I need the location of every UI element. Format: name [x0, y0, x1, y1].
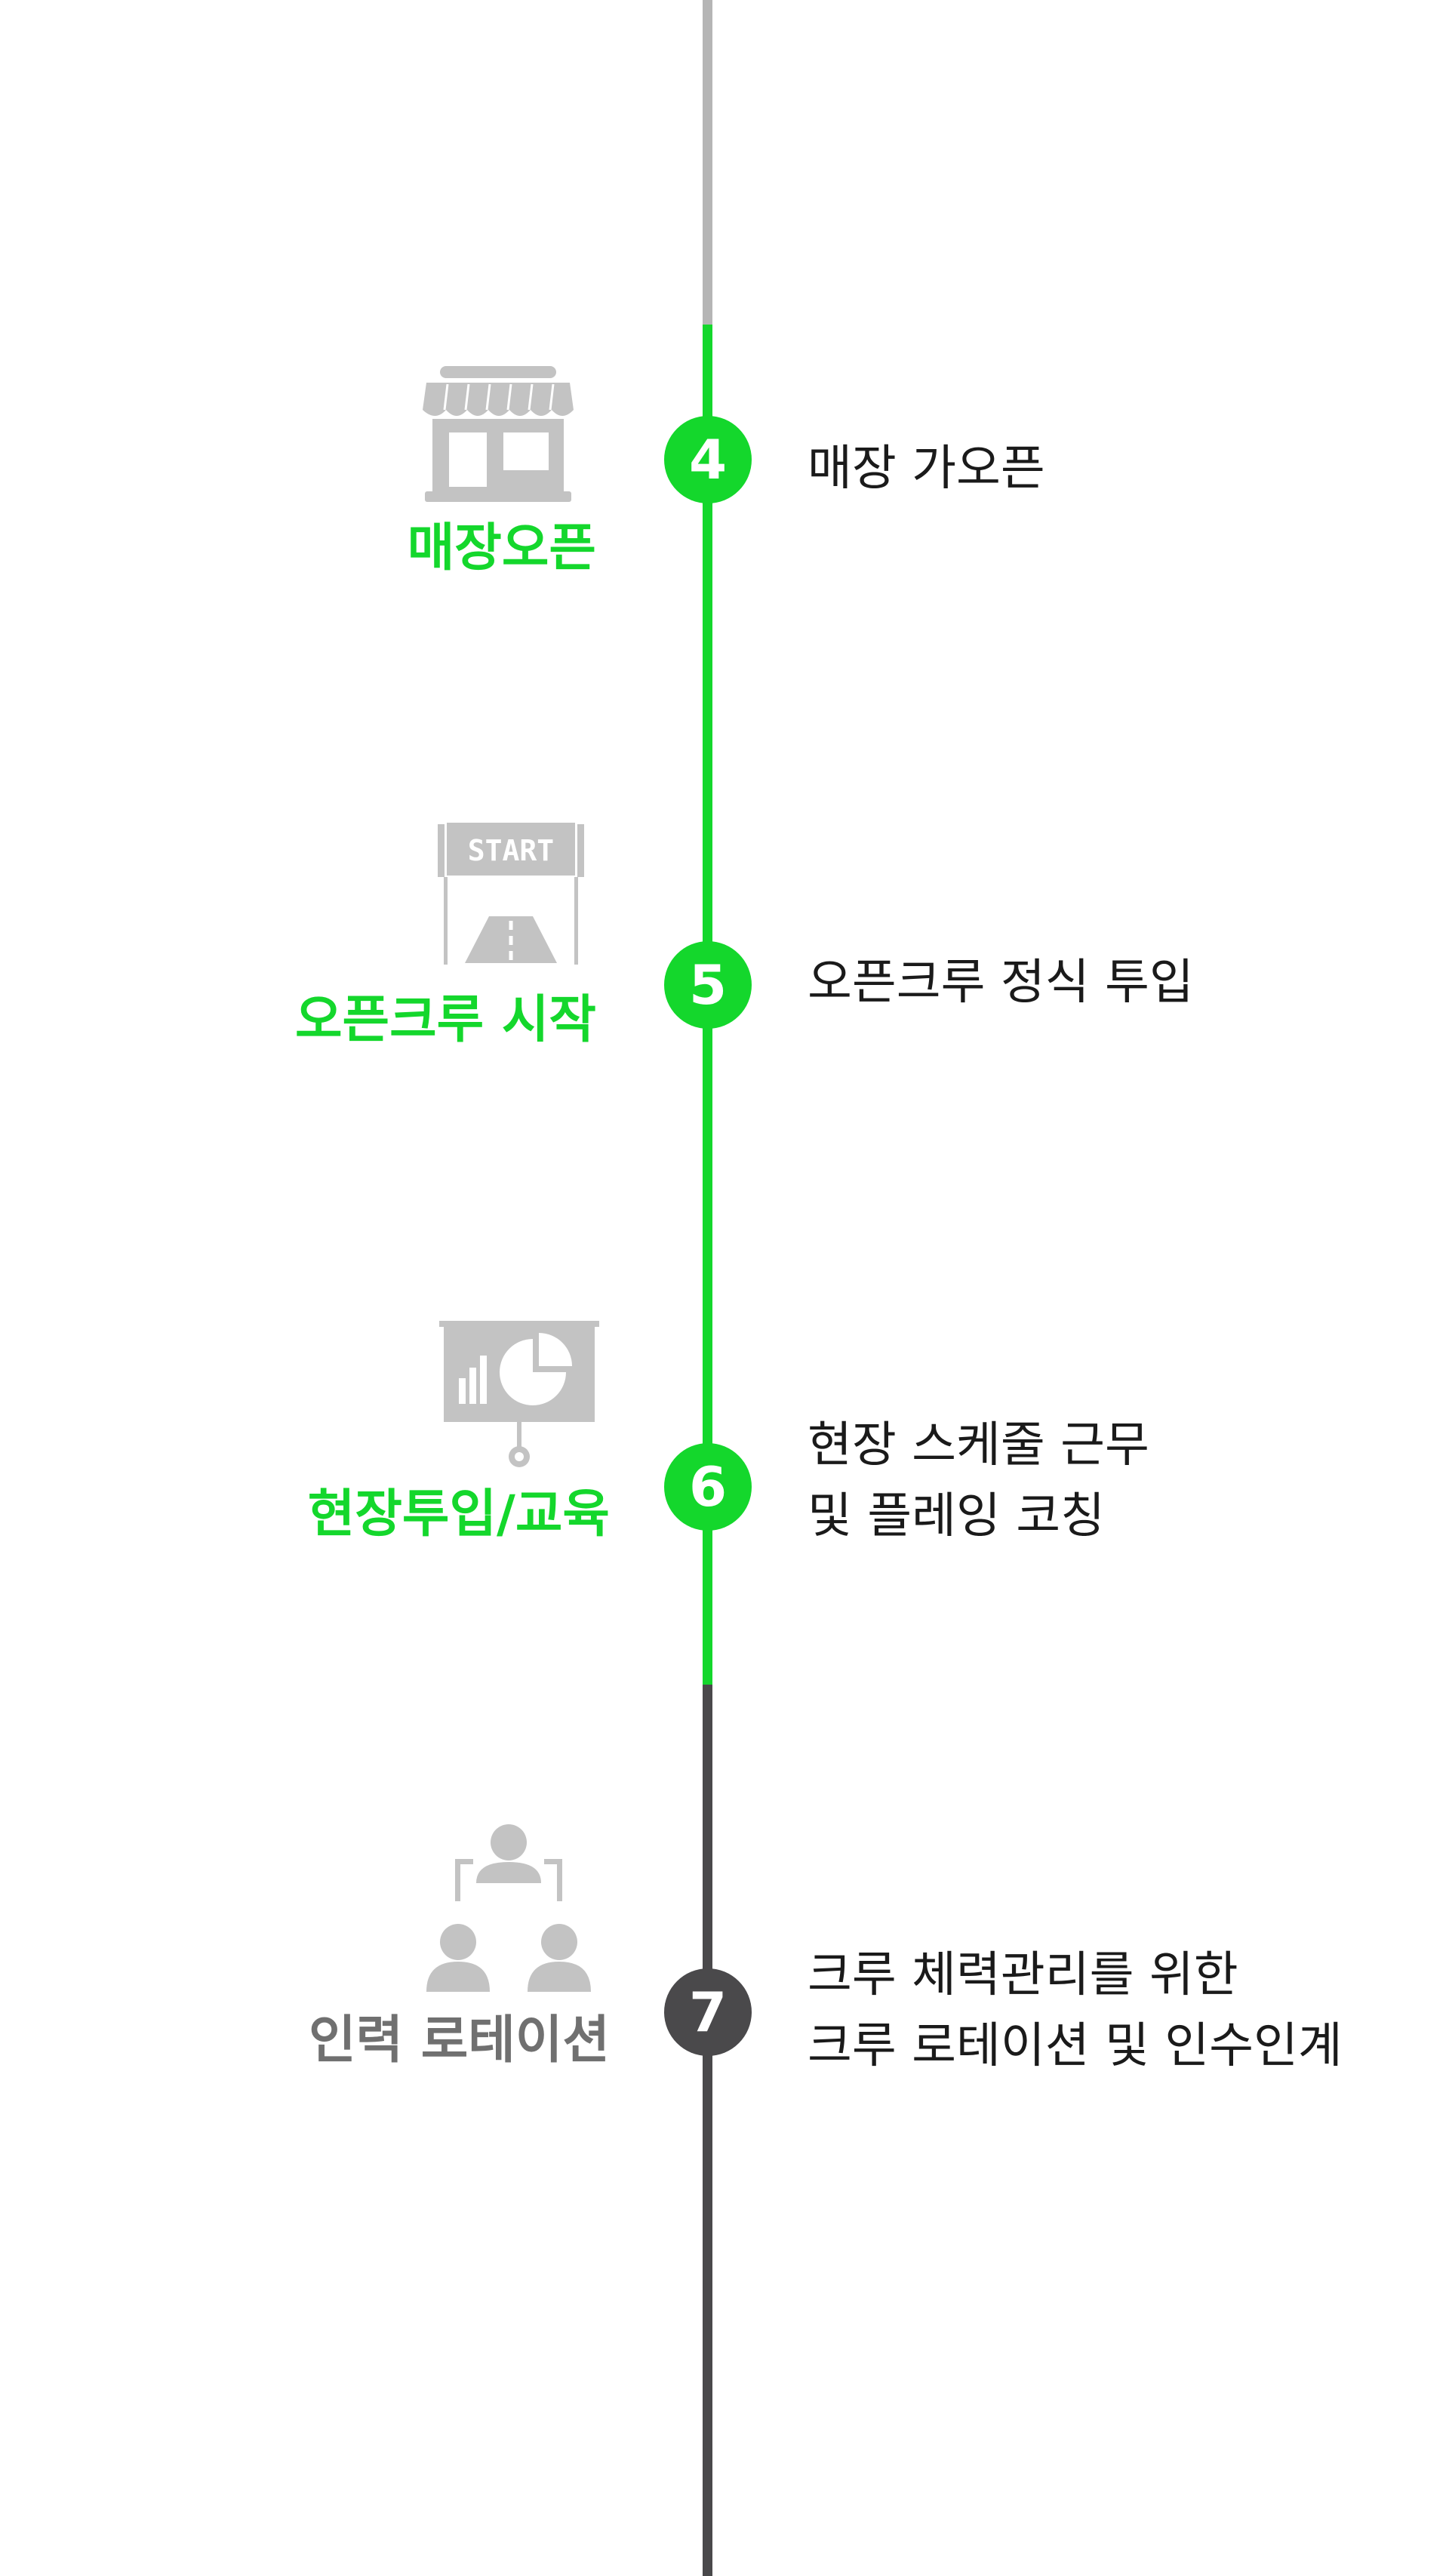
- step-description: 현장 스케줄 근무 및 플레잉 코칭: [808, 1410, 1149, 1552]
- step-title: 현장투입/교육: [307, 1485, 610, 1544]
- step-title: 인력 로테이션: [308, 2011, 610, 2070]
- storefront-icon: [423, 366, 574, 502]
- step-number: 4: [688, 428, 728, 491]
- start-sign-text: START: [468, 834, 554, 867]
- step-number-badge: 6: [664, 1443, 752, 1531]
- step-number-badge: 4: [664, 416, 752, 503]
- step-description: 오픈크루 정식 투입: [808, 947, 1194, 1018]
- step-description: 크루 체력관리를 위한 크루 로테이션 및 인수인계: [808, 1940, 1343, 2082]
- step-title: 오픈크루 시작: [294, 990, 596, 1050]
- timeline-line-future: [703, 1685, 712, 2576]
- timeline-line-past: [703, 0, 712, 325]
- description-line: 오픈크루 정식 투입: [808, 955, 1194, 1011]
- description-line: 크루 로테이션 및 인수인계: [808, 2018, 1343, 2074]
- description-line: 및 플레잉 코칭: [808, 1488, 1105, 1544]
- start-gate-icon: START: [438, 823, 584, 965]
- step-number: 7: [688, 1980, 728, 2044]
- step-number: 6: [688, 1455, 728, 1519]
- step-number: 5: [688, 953, 728, 1017]
- description-line: 현장 스케줄 근무: [808, 1417, 1149, 1473]
- description-line: 크루 체력관리를 위한: [808, 1947, 1238, 2003]
- presentation-board-icon: [439, 1321, 599, 1467]
- step-number-badge: 5: [664, 941, 752, 1029]
- step-title: 매장오픈: [407, 519, 596, 578]
- description-line: 매장 가오픈: [808, 441, 1045, 497]
- step-number-badge: 7: [664, 1968, 752, 2056]
- team-hierarchy-icon: [426, 1824, 591, 1992]
- step-description: 매장 가오픈: [808, 433, 1045, 504]
